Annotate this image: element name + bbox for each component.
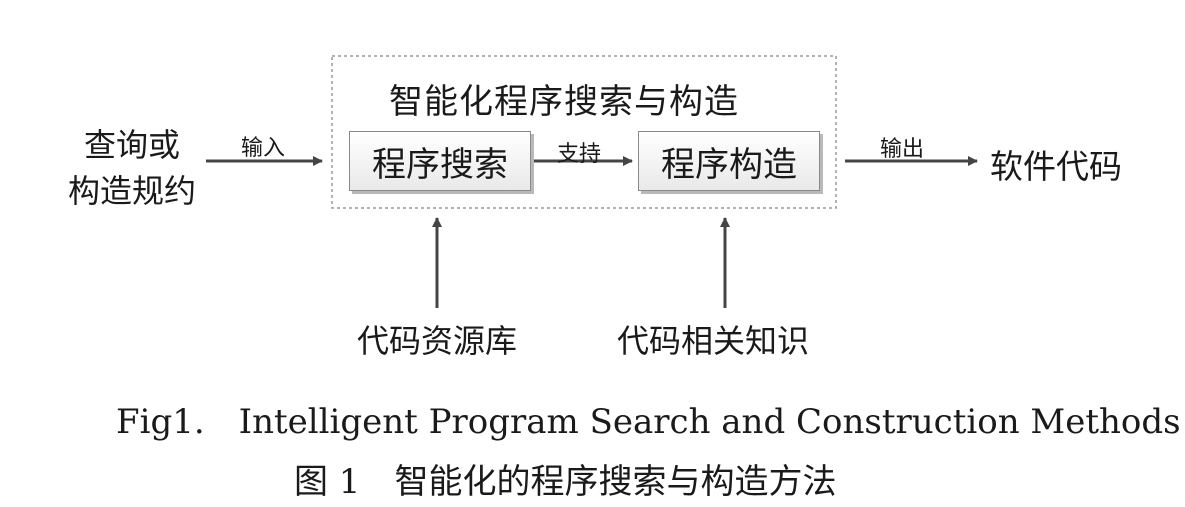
source-code-repository: 代码资源库 [357, 322, 518, 360]
input-label-line2: 构造规约 [68, 172, 197, 210]
program-construct-label: 程序构造 [661, 144, 797, 185]
edge-label-input: 输入 [241, 136, 286, 161]
program-search-box: 程序搜索 [349, 131, 531, 191]
outer-dashed-frame [331, 55, 837, 209]
source-code-knowledge: 代码相关知识 [617, 322, 810, 360]
edge-label-output: 输出 [880, 137, 925, 162]
program-search-label: 程序搜索 [372, 144, 508, 185]
caption-english: Fig1. Intelligent Program Search and Con… [116, 402, 1181, 442]
output-label: 软件代码 [990, 147, 1122, 186]
outer-title: 智能化程序搜索与构造 [389, 82, 739, 122]
caption-chinese: 图 1 智能化的程序搜索与构造方法 [294, 462, 837, 502]
input-label-line1: 查询或 [84, 126, 181, 164]
program-construct-box: 程序构造 [638, 131, 820, 191]
edge-label-support: 支持 [557, 142, 602, 167]
